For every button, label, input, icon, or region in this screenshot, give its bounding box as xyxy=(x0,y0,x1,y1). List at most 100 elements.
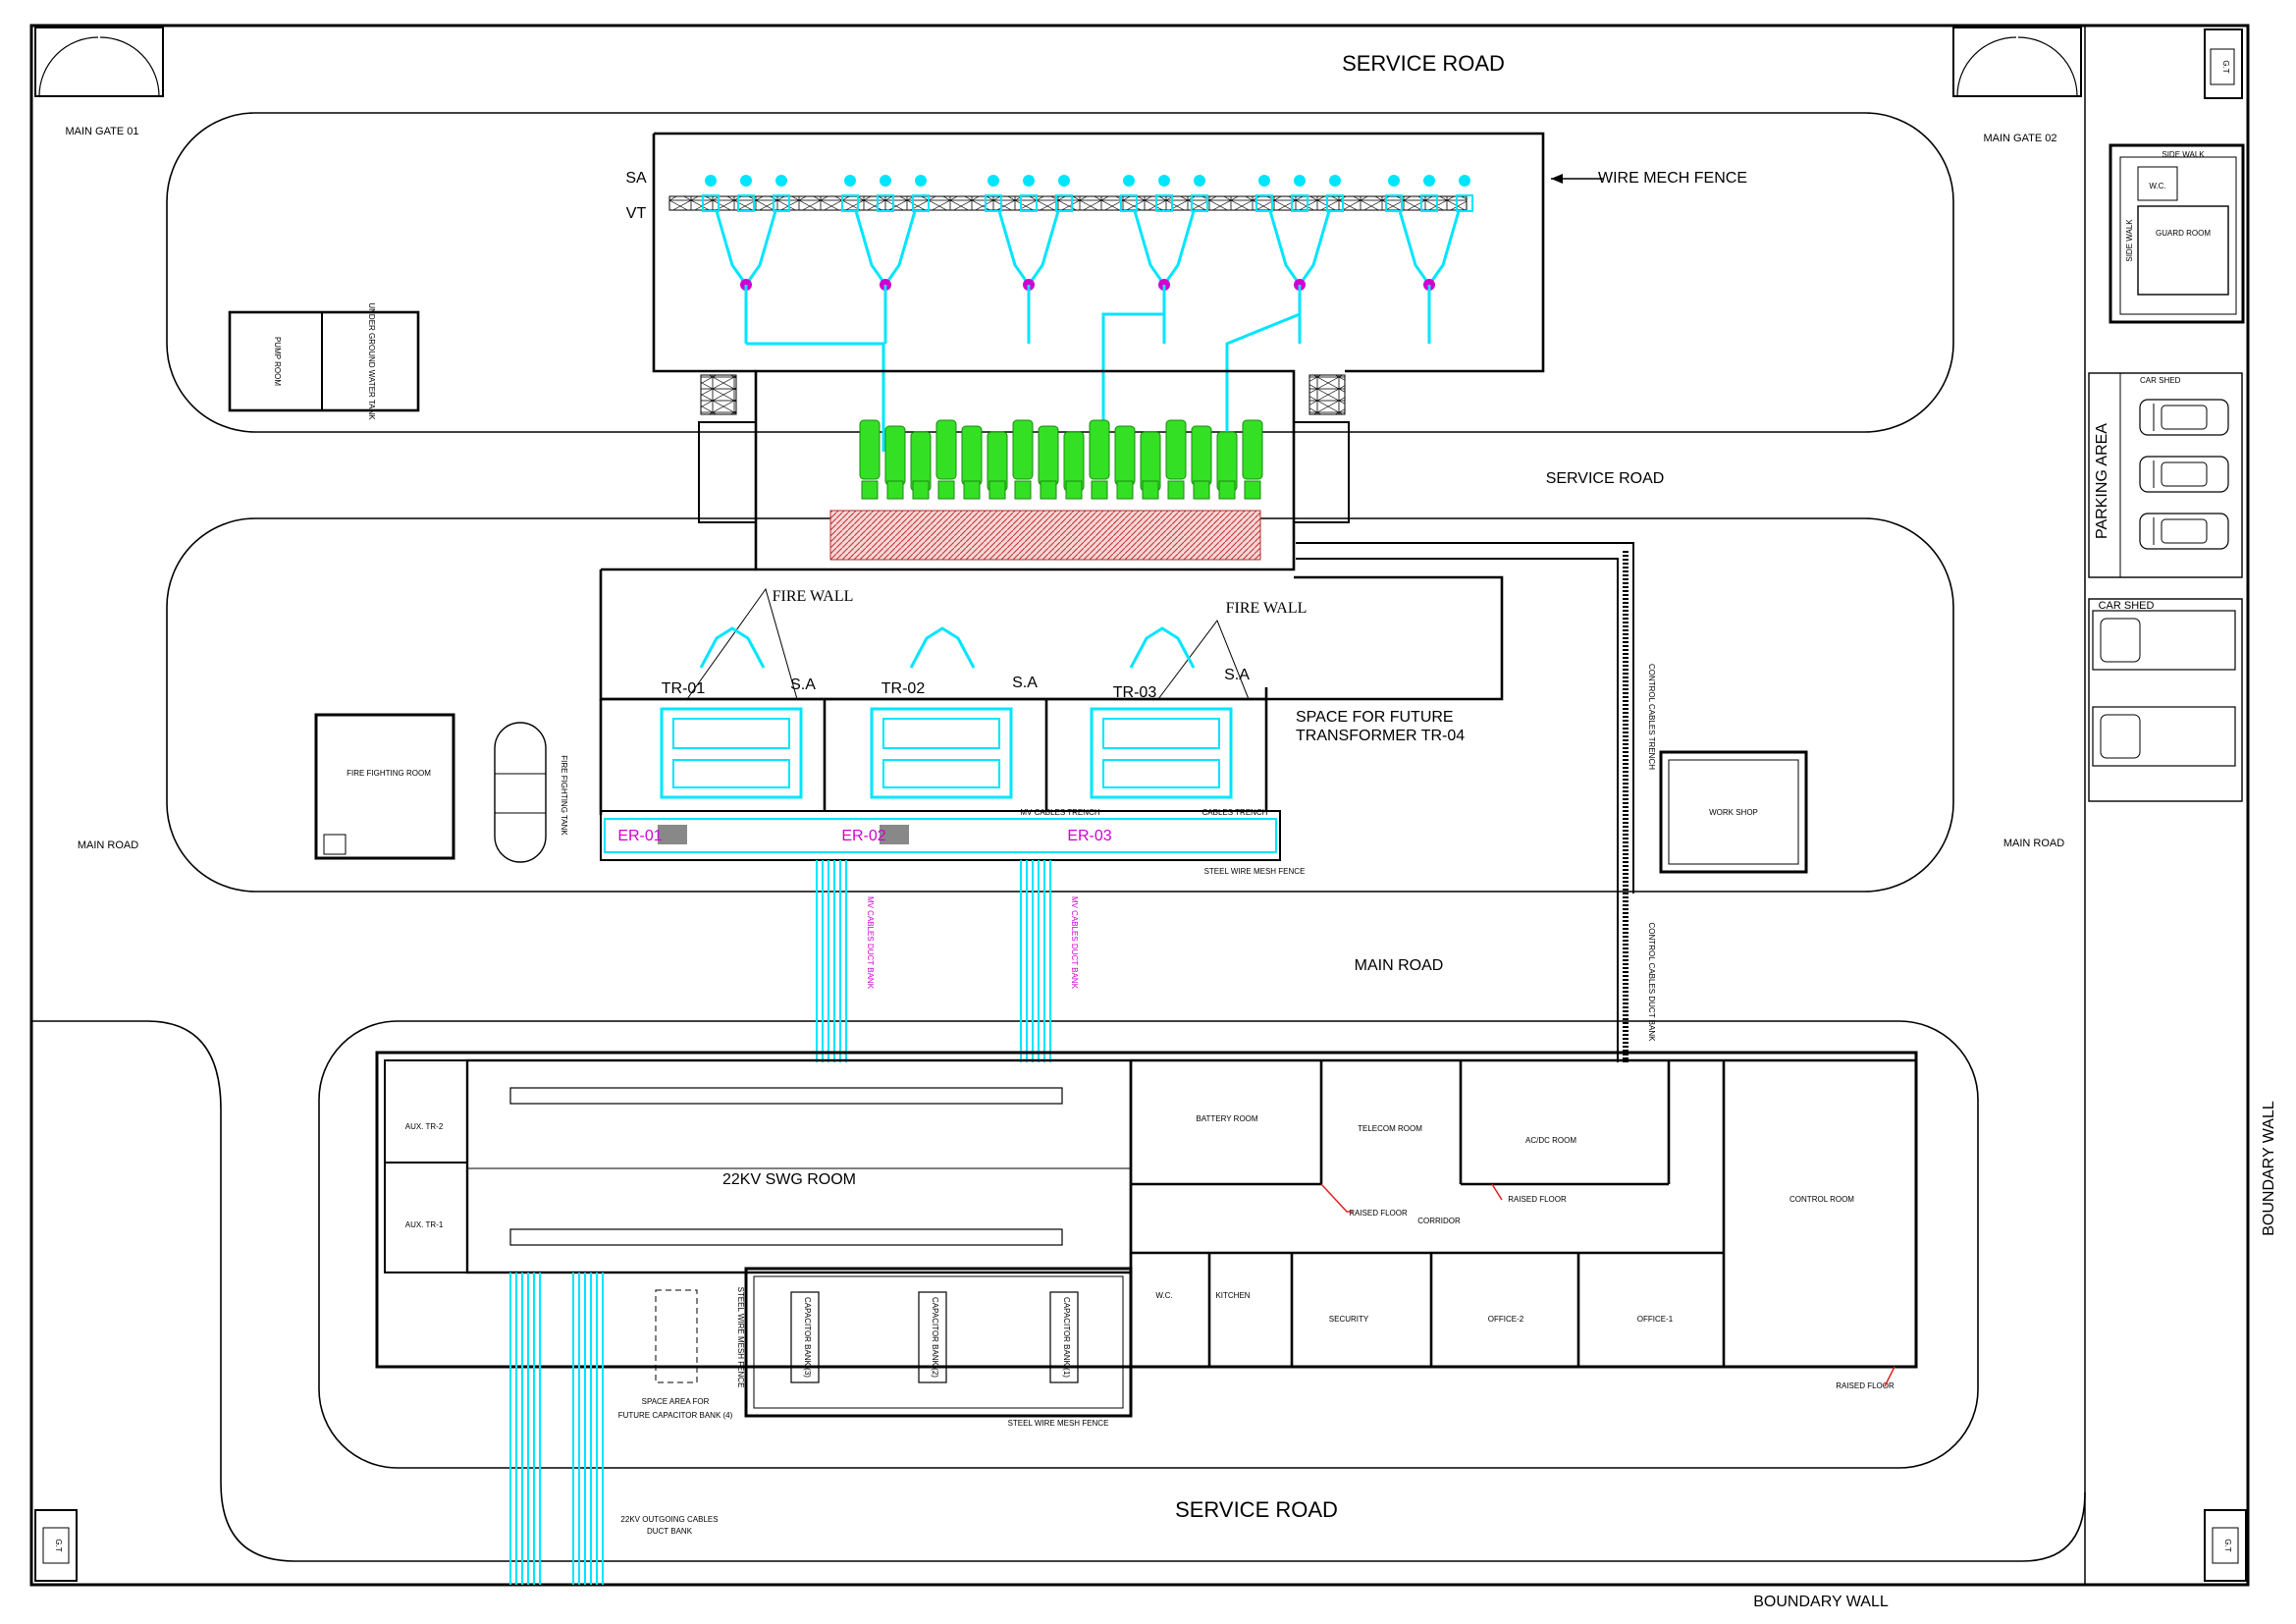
er03-label: ER-03 xyxy=(1067,828,1111,844)
wc-label: W.C. xyxy=(1155,1291,1172,1300)
gis-bay xyxy=(961,425,983,486)
swg-room-label: 22KV SWG ROOM xyxy=(722,1171,856,1188)
svg-text:S.A: S.A xyxy=(1224,667,1250,683)
transformer-radiator xyxy=(672,759,790,788)
surge-arrester xyxy=(1459,175,1470,187)
er02-label: ER-02 xyxy=(841,828,885,844)
boundary-wall-right-label: BOUNDARY WALL xyxy=(2261,1101,2277,1236)
voltage-transformer xyxy=(737,194,755,212)
parking-area-label: PARKING AREA xyxy=(2094,423,2110,539)
svg-text:S.A: S.A xyxy=(790,677,816,693)
svg-text:SIDE WALK: SIDE WALK xyxy=(2125,219,2134,262)
road-ring-top xyxy=(166,112,1954,433)
transformer-radiator xyxy=(882,718,1000,749)
svg-text:G.T: G.T xyxy=(2223,1539,2232,1551)
svg-text:RAISED FLOOR: RAISED FLOOR xyxy=(1836,1381,1895,1390)
capacitor-bank-yard: CAPACITOR BANK (3) CAPACITOR BANK (2) CA… xyxy=(618,1267,1133,1428)
bay-conductor xyxy=(854,210,917,288)
voltage-transformer xyxy=(1456,194,1473,212)
main-road-left-label: MAIN ROAD xyxy=(78,839,138,851)
vt-row-label: VT xyxy=(626,205,647,222)
tr01-label: TR-01 xyxy=(662,680,706,697)
surge-arrester xyxy=(1194,175,1205,187)
svg-text:G.T: G.T xyxy=(2221,60,2230,73)
voltage-transformer xyxy=(841,194,859,212)
gis-bay-base xyxy=(1244,480,1261,500)
bay-conductor xyxy=(715,210,777,288)
kitchen-label: KITCHEN xyxy=(1215,1291,1250,1300)
svg-text:STEEL WIRE MESH FENCE: STEEL WIRE MESH FENCE xyxy=(736,1287,745,1388)
switchyard: SA VT WIRE MECH FENCE xyxy=(625,132,1747,373)
svg-text:AUX. TR-2: AUX. TR-2 xyxy=(405,1122,444,1131)
gis-bay-base xyxy=(1142,480,1159,500)
transformer-radiator xyxy=(672,718,790,749)
gis-bay-base xyxy=(988,480,1006,500)
gis-bay-base xyxy=(1167,480,1185,500)
transformer-body xyxy=(660,707,803,799)
surge-arrester xyxy=(1058,175,1070,187)
tr03-label: TR-03 xyxy=(1113,684,1157,701)
svg-text:CABLES TRENCH: CABLES TRENCH xyxy=(1202,808,1268,817)
transformer-radiator xyxy=(882,759,1000,788)
office2-label: OFFICE-2 xyxy=(1488,1315,1524,1324)
pump-room-label: PUMP ROOM xyxy=(273,337,282,386)
voltage-transformer xyxy=(773,194,790,212)
control-room-label: CONTROL ROOM xyxy=(1789,1195,1854,1204)
svg-text:DUCT BANK: DUCT BANK xyxy=(647,1527,693,1536)
gis-bay-base xyxy=(1116,480,1134,500)
surge-arrester xyxy=(1388,175,1400,187)
bay-conductor xyxy=(1268,210,1331,288)
gt-box-bottom-left: G.T xyxy=(34,1509,78,1582)
svg-text:G.T: G.T xyxy=(54,1539,63,1551)
gis-bay xyxy=(1165,419,1187,480)
guard-room: SIDE WALK SIDE WALK W.C. GUARD ROOM xyxy=(2109,143,2245,324)
gis-bay xyxy=(1242,419,1263,480)
road-ring-mid xyxy=(166,517,1954,893)
surge-arrester xyxy=(705,175,717,187)
main-road-right-label: MAIN ROAD xyxy=(2003,838,2064,849)
switchyard-bays xyxy=(715,210,1461,452)
transformer-body xyxy=(870,707,1013,799)
battery-room-label: BATTERY ROOM xyxy=(1196,1114,1257,1123)
gis-bay-base xyxy=(1065,480,1083,500)
svg-text:WORK SHOP: WORK SHOP xyxy=(1709,808,1758,817)
voltage-transformer xyxy=(1420,194,1438,212)
office1-label: OFFICE-1 xyxy=(1637,1315,1674,1324)
svg-text:AUX. TR-1: AUX. TR-1 xyxy=(405,1220,444,1229)
svg-text:RAISED FLOOR: RAISED FLOOR xyxy=(1508,1195,1567,1204)
voltage-transformer xyxy=(702,194,720,212)
future-transformer-label-2: TRANSFORMER TR-04 xyxy=(1296,728,1465,744)
surge-arrester xyxy=(1294,175,1306,187)
workshop: WORK SHOP xyxy=(1659,750,1808,874)
voltage-transformer xyxy=(1385,194,1403,212)
gis-bay-base xyxy=(1218,480,1236,500)
svg-text:MV CABLES DUCT BANK: MV CABLES DUCT BANK xyxy=(1070,896,1079,990)
svg-text:FIRE FIGHTING TANK: FIRE FIGHTING TANK xyxy=(560,755,568,836)
surge-arrester xyxy=(1423,175,1435,187)
bay-conductor xyxy=(1133,210,1196,288)
svg-text:MV CABLES DUCT BANK: MV CABLES DUCT BANK xyxy=(866,896,875,990)
sa-vt-equipment xyxy=(702,175,1473,212)
svg-text:22KV OUTGOING CABLES: 22KV OUTGOING CABLES xyxy=(620,1515,718,1524)
surge-arrester xyxy=(1329,175,1341,187)
voltage-transformer xyxy=(1055,194,1073,212)
svg-text:MV CABLES TRENCH: MV CABLES TRENCH xyxy=(1020,808,1099,817)
feeder-run xyxy=(746,312,1301,452)
water-tank-label: UNDER GROUND WATER TANK xyxy=(367,302,376,420)
surge-arrester xyxy=(844,175,856,187)
main-gate-01[interactable] xyxy=(34,27,164,97)
car-shed-top-label: CAR SHED xyxy=(2140,376,2181,385)
voltage-transformer xyxy=(1291,194,1308,212)
transformer-body xyxy=(1090,707,1233,799)
voltage-transformer xyxy=(1120,194,1138,212)
sa-row-label: SA xyxy=(625,170,647,187)
voltage-transformer xyxy=(1255,194,1273,212)
transformer-radiator xyxy=(1102,759,1220,788)
voltage-transformer xyxy=(1191,194,1208,212)
svg-text:CAPACITOR BANK (1): CAPACITOR BANK (1) xyxy=(1062,1297,1071,1378)
security-label: SECURITY xyxy=(1329,1315,1369,1324)
gis-bay-base xyxy=(1040,480,1057,500)
main-gate-02[interactable] xyxy=(1952,27,2082,97)
fire-fighting-room: FIRE FIGHTING ROOM xyxy=(314,713,455,860)
